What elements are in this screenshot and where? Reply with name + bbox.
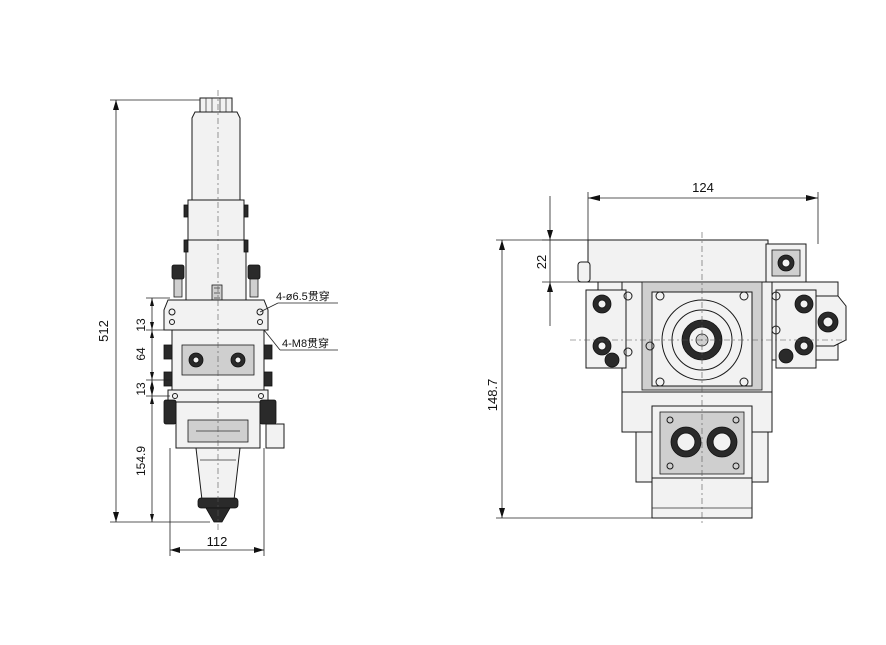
side-view: 512 13 64 13 154.9 112 4-ø6.5贯穿 4-M8贯穿: [96, 90, 338, 556]
dim-13-top: 13: [134, 318, 148, 332]
dim-64: 64: [134, 347, 148, 361]
note-through-holes: 4-ø6.5贯穿: [276, 289, 330, 303]
dim-total-height: 512: [96, 320, 111, 342]
dim-13-bottom: 13: [134, 382, 148, 396]
top-view: 124 22 148.7: [485, 180, 850, 526]
dim-top-width: 124: [692, 180, 714, 195]
dim-width: 112: [207, 534, 228, 549]
note-threaded-holes: 4-M8贯穿: [282, 336, 329, 350]
dim-top-height: 148.7: [485, 379, 500, 412]
dim-154-9: 154.9: [134, 446, 148, 476]
dim-offset: 22: [534, 255, 549, 269]
